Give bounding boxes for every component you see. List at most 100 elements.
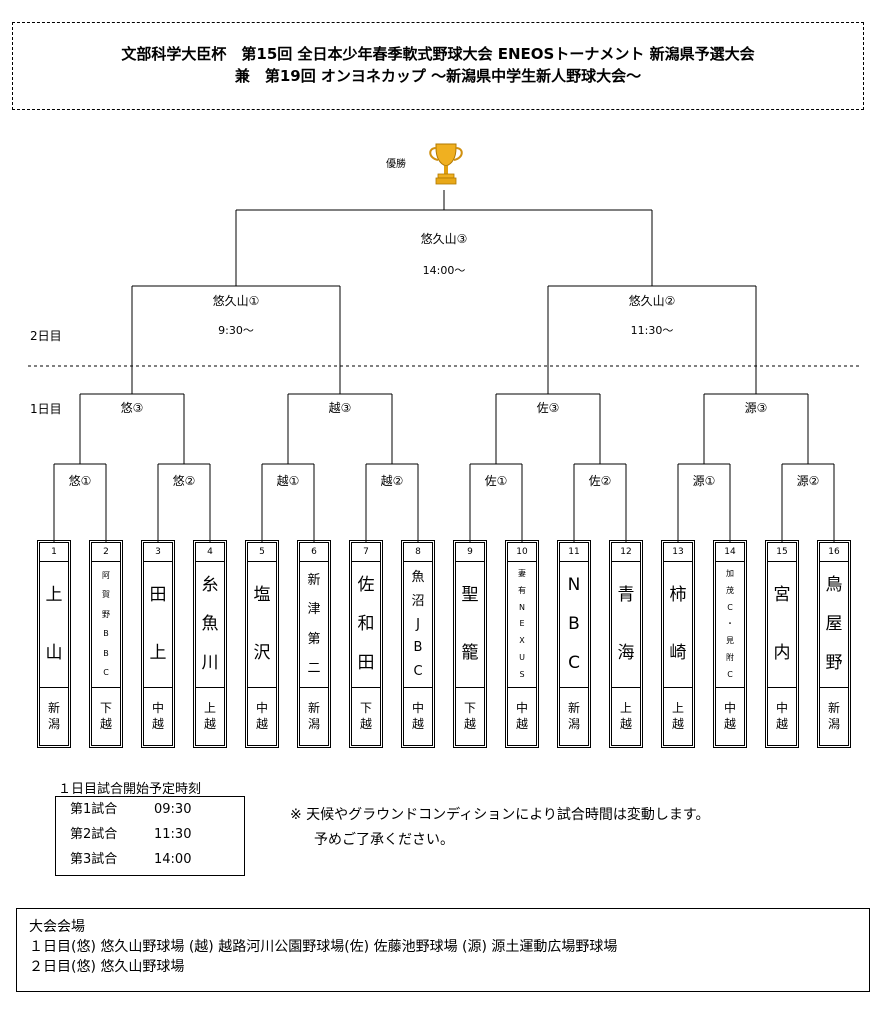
team-area: 下越 <box>359 701 372 731</box>
quarter-label: 佐③ <box>536 401 560 415</box>
round1-label: 源① <box>692 474 716 488</box>
semi1-label: 悠久山① <box>212 294 260 308</box>
semi2-label: 悠久山② <box>628 294 676 308</box>
round1-label: 越① <box>276 474 300 488</box>
semi2-time: 11:30～ <box>630 324 674 337</box>
team-number: 8 <box>404 543 432 562</box>
team-area: 中越 <box>515 701 528 731</box>
team-number: 4 <box>196 543 224 562</box>
team-name: 糸魚川 <box>196 562 224 688</box>
team-number: 11 <box>560 543 588 562</box>
round1-label: 越② <box>380 474 404 488</box>
team-area: 上越 <box>619 701 632 731</box>
schedule-row: 第2試合 11:30 <box>56 822 244 847</box>
team-area: 新潟 <box>567 701 580 731</box>
team-name: 青海 <box>612 562 640 688</box>
weather-note: ※ 天候やグラウンドコンディションにより試合時間は変動します。 予めご了承くださ… <box>290 803 710 853</box>
team-number: 13 <box>664 543 692 562</box>
team-area: 中越 <box>775 701 788 731</box>
team-area: 中越 <box>255 701 268 731</box>
team-name: 上山 <box>40 562 68 688</box>
team-number: 3 <box>144 543 172 562</box>
trophy-icon <box>429 143 463 185</box>
round1-label: 源② <box>796 474 820 488</box>
quarter-label: 源③ <box>744 401 768 415</box>
team-number: 10 <box>508 543 536 562</box>
team-name: 宮内 <box>768 562 796 688</box>
final-time: 14:00～ <box>422 264 466 277</box>
team-area: 下越 <box>99 701 112 731</box>
team-area: 新潟 <box>827 701 840 731</box>
final-label: 悠久山③ <box>420 232 468 246</box>
team-area: 新潟 <box>307 701 320 731</box>
team-name: 聖籠 <box>456 562 484 688</box>
schedule-row: 第1試合 09:30 <box>56 797 244 822</box>
venue-day1: １日目(悠) 悠久山野球場 (越) 越路河川公園野球場(佐) 佐藤池野球場 (源… <box>29 939 618 955</box>
schedule-game: 第2試合 <box>70 827 118 842</box>
team-number: 6 <box>300 543 328 562</box>
team-area: 下越 <box>463 701 476 731</box>
team-area: 上越 <box>203 701 216 731</box>
schedule-game: 第1試合 <box>70 802 118 817</box>
schedule-title: １日目試合開始予定時刻 <box>58 782 202 797</box>
team-number: 9 <box>456 543 484 562</box>
team-name: 佐和田 <box>352 562 380 688</box>
team-name: 田上 <box>144 562 172 688</box>
title-line-2: 兼 第19回 オンヨネカップ ～新潟県中学生新人野球大会～ <box>234 67 642 85</box>
team-name: 塩沢 <box>248 562 276 688</box>
team-name: 新津第二 <box>300 562 328 688</box>
note-line-2: 予めご了承ください。 <box>314 832 454 848</box>
semi1-time: 9:30～ <box>218 324 254 337</box>
team-number: 5 <box>248 543 276 562</box>
schedule-game: 第3試合 <box>70 852 118 867</box>
venue-box: 大会会場 １日目(悠) 悠久山野球場 (越) 越路河川公園野球場(佐) 佐藤池野… <box>16 908 870 992</box>
schedule-time: 09:30 <box>154 802 192 817</box>
team-area: 中越 <box>151 701 164 731</box>
team-name: 柿崎 <box>664 562 692 688</box>
quarter-label: 越③ <box>328 401 352 415</box>
team-area: 中越 <box>723 701 736 731</box>
schedule-table: 第1試合 09:30 第2試合 11:30 第3試合 14:00 <box>55 796 245 876</box>
round1-label: 佐① <box>484 474 508 488</box>
venue-day2: ２日目(悠) 悠久山野球場 <box>29 959 185 975</box>
quarter-label: 悠③ <box>120 401 144 415</box>
schedule-time: 11:30 <box>154 827 192 842</box>
team-area: 上越 <box>671 701 684 731</box>
team-number: 12 <box>612 543 640 562</box>
day2-label: 2日目 <box>30 329 62 343</box>
day1-label: 1日目 <box>30 402 62 416</box>
venue-title: 大会会場 <box>29 919 85 935</box>
team-number: 14 <box>716 543 744 562</box>
team-area: 中越 <box>411 701 424 731</box>
round1-label: 悠① <box>68 474 92 488</box>
team-number: 7 <box>352 543 380 562</box>
team-area: 新潟 <box>47 701 60 731</box>
schedule-time: 14:00 <box>154 852 192 867</box>
team-name: 鳥屋野 <box>820 562 848 688</box>
team-number: 16 <box>820 543 848 562</box>
tournament-title-box: 文部科学大臣杯 第15回 全日本少年春季軟式野球大会 ENEOSトーナメント 新… <box>12 22 864 110</box>
round1-label: 悠② <box>172 474 196 488</box>
champion-label: 優勝 <box>386 159 406 170</box>
